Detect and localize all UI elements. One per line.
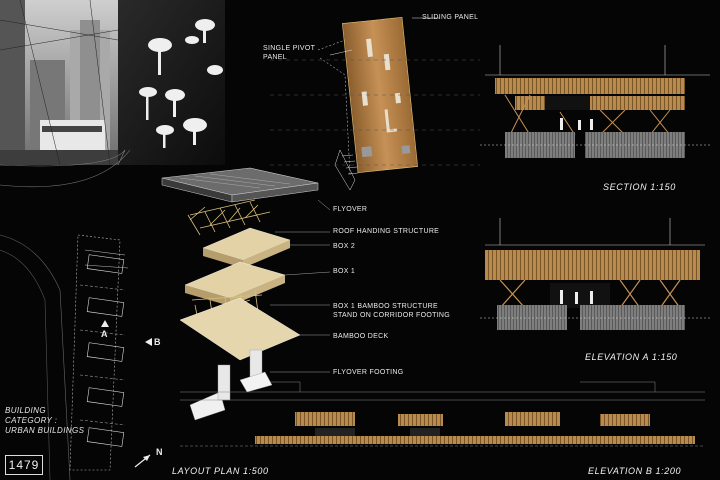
- section-arrow-a-icon: [101, 320, 109, 327]
- north-mark: N: [156, 447, 163, 457]
- label-box-2: BOX 2: [333, 243, 356, 250]
- stair-drawing: [334, 149, 359, 191]
- guide-lines: [270, 59, 480, 166]
- map-curve: [0, 149, 126, 167]
- label-bamboo-deck: BAMBOO DECK: [333, 333, 389, 340]
- entry-number: 1479: [5, 455, 43, 475]
- panel-plan-drawing: [341, 16, 419, 174]
- title-section: SECTION 1:150: [603, 182, 676, 192]
- title-elevation-a: ELEVATION A 1:150: [585, 352, 678, 362]
- exploded-axonometric: [161, 167, 331, 421]
- building-category: BUILDING CATEGORY : URBAN BUILDINGS: [5, 406, 85, 435]
- layout-plan: [69, 234, 129, 471]
- label-box-1: BOX 1: [333, 268, 356, 275]
- label-flyover-footing: FLYOVER FOOTING: [333, 369, 404, 376]
- title-layout-plan: LAYOUT PLAN 1:500: [172, 466, 269, 476]
- street-photo: [0, 0, 119, 166]
- elevation-b-drawing: [180, 381, 705, 447]
- section-mark-a: A: [101, 329, 108, 339]
- title-elevation-b: ELEVATION B 1:200: [588, 466, 682, 476]
- label-box1-bamboo-structure: BOX 1 BAMBOO STRUCTURE STAND ON CORRIDOR…: [333, 303, 451, 319]
- label-roof-handing-structure: ROOF HANDING STRUCTURE: [333, 228, 440, 235]
- mushroom-photo: [118, 0, 225, 165]
- section-drawing: [480, 45, 710, 158]
- section-mark-b: B: [154, 337, 161, 347]
- section-arrow-b-icon: [145, 338, 152, 346]
- label-flyover: FLYOVER: [333, 206, 368, 213]
- label-sliding-panel: SLIDING PANEL: [422, 14, 479, 21]
- label-single-pivot-panel: SINGLE PIVOT PANEL: [263, 45, 316, 61]
- elevation-a-drawing: [480, 218, 710, 330]
